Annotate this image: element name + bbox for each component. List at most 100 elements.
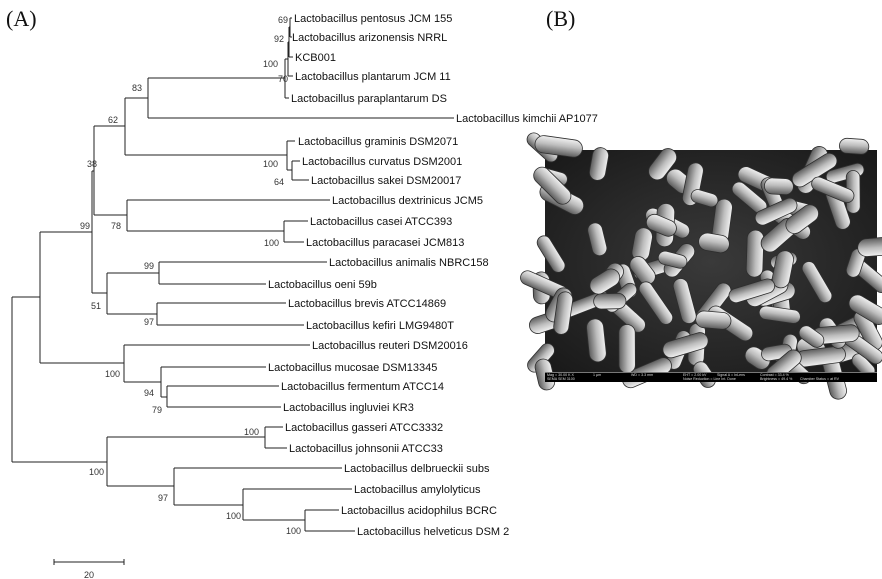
taxon-label: Lactobacillus casei ATCC393 xyxy=(310,216,452,228)
bacterium-cell xyxy=(629,256,656,286)
sem-image xyxy=(520,132,882,400)
bootstrap-value: 100 xyxy=(286,526,301,536)
taxon-label: Lactobacillus kefiri LMG9480T xyxy=(306,320,454,332)
bootstrap-value: 100 xyxy=(263,159,278,169)
sem-info-contrast: Contrast = 33.4 % xyxy=(760,373,789,377)
taxon-label: Lactobacillus brevis ATCC14869 xyxy=(288,298,446,310)
bootstrap-value: 64 xyxy=(274,177,284,187)
phylogenetic-tree: Lactobacillus pentosus JCM 155Lactobacil… xyxy=(11,13,598,579)
tree-branches xyxy=(11,17,454,565)
bacterium-cell xyxy=(785,204,819,235)
bacterium-cell xyxy=(589,268,621,295)
bootstrap-value: 99 xyxy=(80,221,90,231)
taxon-label: Lactobacillus curvatus DSM2001 xyxy=(302,156,462,168)
bacterium-cell xyxy=(848,294,882,325)
sem-info-scale: 1 µm xyxy=(593,373,602,377)
taxon-label: Lactobacillus johnsonii ATCC33 xyxy=(289,443,443,455)
bootstrap-value: 92 xyxy=(274,34,284,44)
taxon-label: Lactobacillus ingluviei KR3 xyxy=(283,402,414,414)
bootstrap-value: 97 xyxy=(144,317,154,327)
bacterium-cell xyxy=(586,318,607,363)
bacterium-cell xyxy=(589,147,609,181)
bootstrap-value: 100 xyxy=(244,427,259,437)
bacterium-cell xyxy=(763,177,794,196)
bootstrap-value: 70 xyxy=(278,74,288,84)
bootstrap-value: 62 xyxy=(108,115,118,125)
bootstrap-value: 38 xyxy=(87,159,97,169)
bacterium-cell xyxy=(657,250,688,269)
bacterium-cell xyxy=(587,222,608,257)
taxon-label: Lactobacillus plantarum JCM 11 xyxy=(295,71,451,83)
taxon-label: Lactobacillus paracasei JCM813 xyxy=(306,237,464,249)
sem-info-wd: WD = 3.3 mm xyxy=(631,373,654,377)
bacterium-cell xyxy=(728,278,776,304)
taxon-label: Lactobacillus kimchii AP1077 xyxy=(456,113,598,125)
bootstrap-value: 97 xyxy=(158,493,168,503)
bacterium-cell xyxy=(771,250,794,289)
sem-info-bar: Mag = 30.00 K X 1 µm WD = 3.3 mm EHT = 2… xyxy=(545,372,877,382)
taxon-label: Lactobacillus dextrinicus JCM5 xyxy=(332,195,483,207)
panel-a-label: (A) xyxy=(6,6,37,31)
bacterium-cell xyxy=(534,135,583,158)
sem-info-brightness: Brightness = 49.4 % xyxy=(760,377,793,381)
bacterium-cell xyxy=(798,325,825,348)
scale-bar-label: 20 xyxy=(84,570,94,579)
bootstrap-value: 100 xyxy=(105,369,120,379)
bootstrap-value: 51 xyxy=(91,301,101,311)
bootstrap-value: 79 xyxy=(152,405,162,415)
bacterium-cell xyxy=(645,213,677,237)
taxon-label: Lactobacillus mucosae DSM13345 xyxy=(268,362,437,374)
bacterium-cell xyxy=(536,235,566,273)
taxon-label: Lactobacillus graminis DSM2071 xyxy=(298,136,458,148)
taxon-label: Lactobacillus paraplantarum DS xyxy=(291,93,447,105)
sem-info-model: SEMA SEM 3100 xyxy=(547,377,575,381)
taxon-label: Lactobacillus helveticus DSM 2 xyxy=(357,526,509,538)
bootstrap-value: 100 xyxy=(263,59,278,69)
taxon-label: Lactobacillus sakei DSM20017 xyxy=(311,175,461,187)
sem-info-chamber: Chamber Status = at RV xyxy=(800,377,839,381)
bacterium-cell xyxy=(801,261,833,304)
taxon-label: Lactobacillus reuteri DSM20016 xyxy=(312,340,468,352)
bacterium-cell xyxy=(533,166,572,205)
bootstrap-value: 69 xyxy=(278,15,288,25)
bootstrap-value: 100 xyxy=(89,467,104,477)
tree-labels: Lactobacillus pentosus JCM 155Lactobacil… xyxy=(80,13,598,579)
bacterium-cell xyxy=(593,292,627,310)
bacterium-cell xyxy=(758,305,801,324)
taxon-label: Lactobacillus oeni 59b xyxy=(268,279,377,291)
sem-info-mag: Mag = 30.00 K X xyxy=(547,373,574,377)
taxon-label: Lactobacillus arizonensis NRRL xyxy=(292,32,447,44)
taxon-label: Lactobacillus animalis NBRC158 xyxy=(329,257,489,269)
bacterium-cell xyxy=(648,148,678,181)
taxon-label: Lactobacillus amylolyticus xyxy=(354,484,481,496)
panel-b-label: (B) xyxy=(546,6,576,31)
bacterium-cell xyxy=(745,229,765,278)
bootstrap-value: 100 xyxy=(226,511,241,521)
taxon-label: Lactobacillus fermentum ATCC14 xyxy=(281,381,444,393)
bacterium-cell xyxy=(690,189,719,208)
bacterium-cell xyxy=(638,281,674,325)
bootstrap-value: 94 xyxy=(144,388,154,398)
taxon-label: Lactobacillus gasseri ATCC3332 xyxy=(285,422,443,434)
bootstrap-value: 83 xyxy=(132,83,142,93)
taxon-label: Lactobacillus delbrueckii subs xyxy=(344,463,490,475)
bacterium-cell xyxy=(618,324,636,374)
taxon-label: Lactobacillus acidophilus BCRC xyxy=(341,505,497,517)
sem-info-noise: Noise Reduction = Line Int. Done xyxy=(683,377,736,381)
bootstrap-value: 78 xyxy=(111,221,121,231)
bacterium-cell xyxy=(553,291,574,335)
sem-info-eht: EHT = 2.00 kV xyxy=(683,373,707,377)
bacterium-cell xyxy=(672,278,697,324)
sem-info-signal: Signal A = InLens xyxy=(717,373,745,377)
bacterium-cell xyxy=(662,332,709,359)
bacterium-cell xyxy=(857,236,882,257)
bacterium-cell xyxy=(695,310,732,330)
sem-micrograph: Mag = 30.00 K X 1 µm WD = 3.3 mm EHT = 2… xyxy=(520,132,882,400)
bootstrap-value: 100 xyxy=(264,238,279,248)
taxon-label: KCB001 xyxy=(295,52,336,64)
bacterium-cell xyxy=(698,232,730,254)
bacterium-cell xyxy=(811,176,855,204)
taxon-label: Lactobacillus pentosus JCM 155 xyxy=(294,13,452,25)
bootstrap-value: 99 xyxy=(144,261,154,271)
bacterium-cell xyxy=(839,137,870,155)
